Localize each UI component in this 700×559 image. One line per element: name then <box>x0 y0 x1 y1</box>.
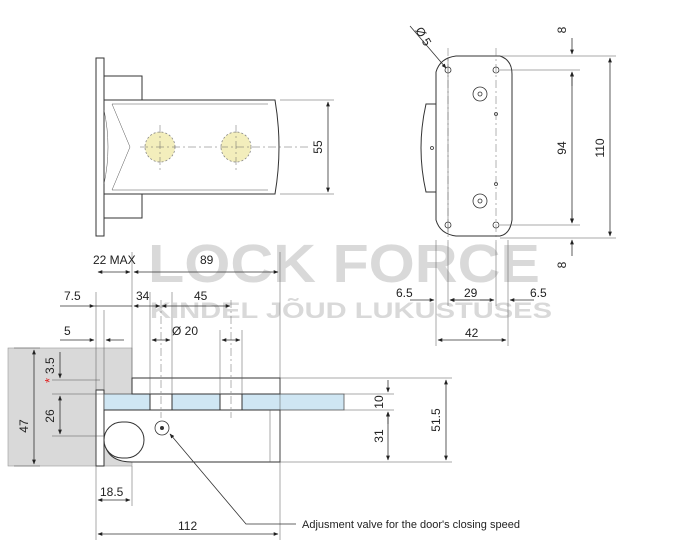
top-view-block-bottom <box>103 193 143 219</box>
top-view-plate <box>95 57 105 237</box>
section-plate <box>95 389 105 467</box>
watermark-title: LOCK FORCE <box>148 234 540 294</box>
dim-3-5: 3.5 <box>43 357 57 374</box>
valve-note: Adjusment valve for the door's closing s… <box>302 519 520 531</box>
dim-bolt-diameter: Ø 20 <box>172 324 198 338</box>
dim-34: 34 <box>136 289 150 303</box>
dim-26: 26 <box>43 409 57 423</box>
top-view-bevel <box>111 103 131 191</box>
top-view-block-top <box>103 75 143 101</box>
dim-110: 110 <box>593 138 607 157</box>
dim-31: 31 <box>372 429 386 443</box>
screw-top <box>472 86 488 102</box>
dim-47: 47 <box>17 419 31 433</box>
dim-18-5: 18.5 <box>100 485 124 499</box>
dim-112: 112 <box>178 519 197 533</box>
watermark-subtitle: KINDEL JÕUD LUKUSTUSES <box>150 298 552 323</box>
asterisk-mark: * <box>42 378 57 383</box>
dim-55-label: 55 <box>311 140 325 154</box>
top-view-inner-lines <box>112 103 268 191</box>
dim-hole-diameter: Ø 5 <box>412 25 434 49</box>
pin-side <box>430 146 434 150</box>
dim-8-bottom: 8 <box>555 261 569 268</box>
adjust-valve-center <box>160 426 164 430</box>
hinge-knuckle <box>103 421 145 459</box>
dim-6-5-right: 6.5 <box>530 286 547 300</box>
dim-51-5: 51.5 <box>429 408 443 432</box>
dim-42: 42 <box>465 326 479 340</box>
dim-8-top: 8 <box>555 26 569 33</box>
dim-6-5-left: 6.5 <box>396 286 413 300</box>
screw-top-center <box>477 91 483 97</box>
front-view-side-cap <box>420 103 437 193</box>
dim-45: 45 <box>194 289 208 303</box>
front-view: Ø 5 8 94 8 110 6.5 29 6.5 42 <box>396 25 616 346</box>
dim-22-max: 22 MAX <box>93 253 136 267</box>
dim-hole-leader <box>409 25 447 69</box>
dim-94: 94 <box>555 141 569 155</box>
top-view: 55 <box>95 57 334 237</box>
watermark: LOCK FORCE KINDEL JÕUD LUKUSTUSES <box>148 234 552 323</box>
upper-clamp <box>131 377 281 395</box>
screw-bottom-center <box>477 198 483 204</box>
adjust-valve <box>154 420 170 436</box>
dim-29: 29 <box>464 286 478 300</box>
dim-5: 5 <box>64 324 71 338</box>
front-view-plate <box>435 55 513 237</box>
screw-bottom <box>472 193 488 209</box>
dim-7-5: 7.5 <box>64 289 81 303</box>
dim-89: 89 <box>200 253 214 267</box>
valve-leader <box>169 433 296 525</box>
section-view: 22 MAX 89 7.5 34 45 5 Ø 20 3.5 * 26 <box>7 252 520 540</box>
top-view-curve <box>103 109 109 185</box>
dim-glass-10: 10 <box>372 395 386 409</box>
